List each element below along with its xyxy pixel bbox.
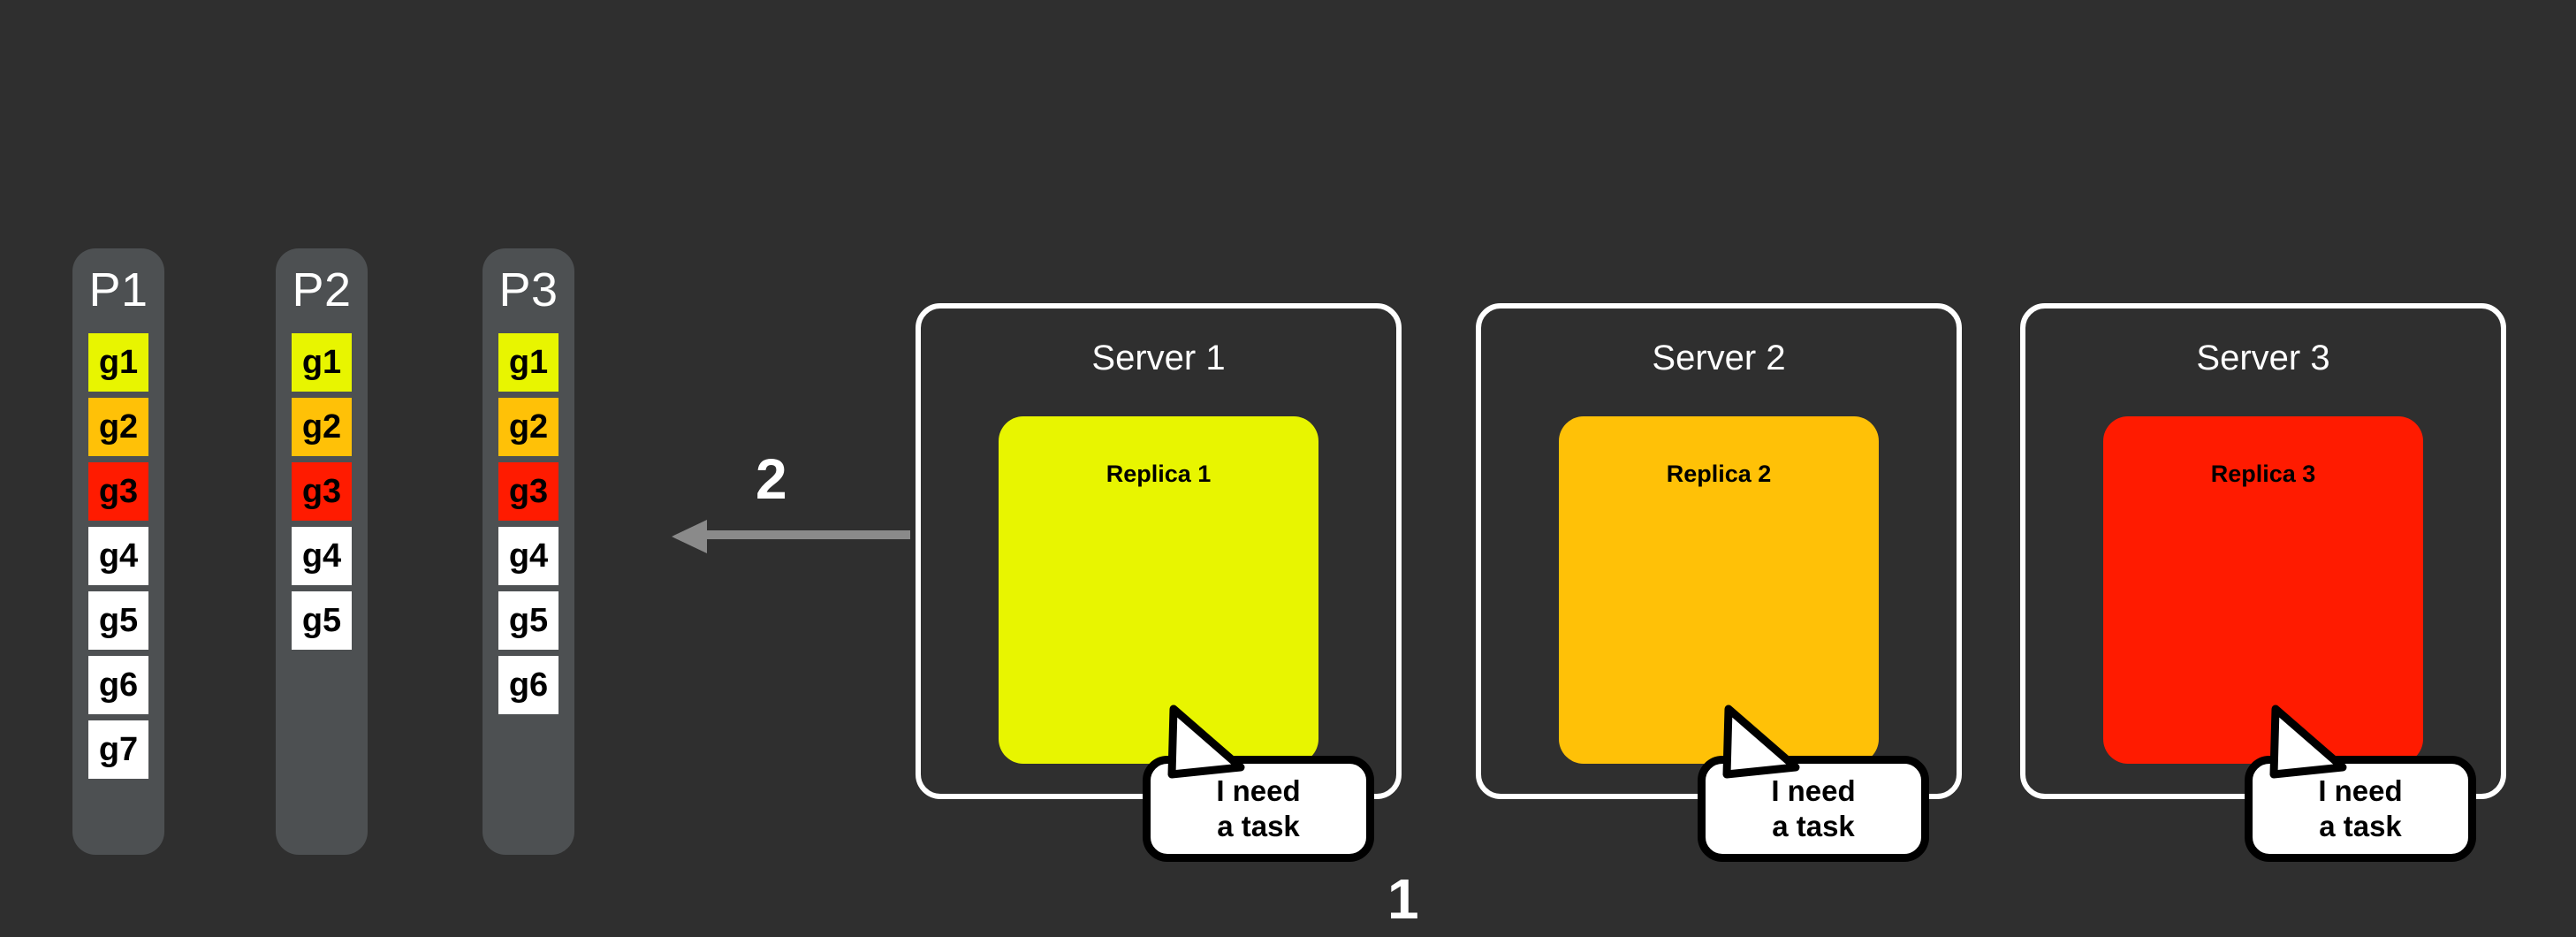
- partition-slot-list: g1 g2 g3 g4 g5 g6 g7: [88, 333, 148, 785]
- partition-slot: g6: [498, 656, 559, 714]
- partition-slot: g5: [498, 591, 559, 650]
- server-title: Server 2: [1652, 339, 1786, 377]
- partition-slot: g3: [498, 462, 559, 521]
- partition-p1: P1 g1 g2 g3 g4 g5 g6 g7: [72, 248, 164, 855]
- speech-bubble-tail-icon: [1722, 705, 1800, 779]
- flow-arrow-left: [672, 520, 910, 553]
- server-box-2: Server 2 Replica 2: [1476, 303, 1962, 799]
- partition-slot: g6: [88, 656, 148, 714]
- server-title: Server 3: [2196, 339, 2330, 377]
- bubble-line-2: a task: [1217, 810, 1300, 842]
- server-title: Server 1: [1091, 339, 1226, 377]
- partition-slot: g1: [292, 333, 352, 392]
- bubble-line-1: I need: [1216, 773, 1301, 807]
- replica-block-2: Replica 2: [1559, 416, 1879, 764]
- partition-slot: g7: [88, 720, 148, 779]
- partition-slot-list: g1 g2 g3 g4 g5: [292, 333, 352, 656]
- partition-slot: g4: [292, 527, 352, 585]
- arrow-head-icon: [672, 520, 707, 553]
- partition-title: P1: [88, 263, 148, 316]
- step-label-2: 2: [756, 447, 787, 511]
- bubble-line-2: a task: [1772, 810, 1855, 842]
- replica-label: Replica 2: [1666, 461, 1772, 487]
- partition-slot: g1: [88, 333, 148, 392]
- partition-slot: g1: [498, 333, 559, 392]
- partition-slot: g2: [498, 398, 559, 456]
- partition-slot-list: g1 g2 g3 g4 g5 g6: [498, 333, 559, 720]
- partition-slot: g5: [88, 591, 148, 650]
- partition-p2: P2 g1 g2 g3 g4 g5: [276, 248, 368, 855]
- partition-slot: g3: [292, 462, 352, 521]
- replica-label: Replica 1: [1106, 461, 1212, 487]
- speech-bubble-tail-icon: [2269, 705, 2347, 779]
- replica-block-3: Replica 3: [2103, 416, 2423, 764]
- partition-slot: g2: [292, 398, 352, 456]
- partition-slot: g4: [498, 527, 559, 585]
- replica-label: Replica 3: [2210, 461, 2316, 487]
- arrow-shaft: [703, 530, 910, 539]
- partition-slot: g3: [88, 462, 148, 521]
- bubble-line-2: a task: [2319, 810, 2402, 842]
- bubble-line-1: I need: [2318, 773, 2403, 807]
- bubble-line-1: I need: [1771, 773, 1856, 807]
- speech-bubble-1: I need a task: [1143, 705, 1374, 862]
- server-box-1: Server 1 Replica 1: [916, 303, 1402, 799]
- speech-bubble-2: I need a task: [1698, 705, 1929, 862]
- replica-block-1: Replica 1: [999, 416, 1318, 764]
- partition-slot: g4: [88, 527, 148, 585]
- partition-title: P2: [292, 263, 352, 316]
- partition-slot: g2: [88, 398, 148, 456]
- speech-bubble-3: I need a task: [2245, 705, 2476, 862]
- partition-slot: g5: [292, 591, 352, 650]
- partition-p3: P3 g1 g2 g3 g4 g5 g6: [483, 248, 574, 855]
- speech-bubble-tail-icon: [1167, 705, 1245, 779]
- step-label-1: 1: [1387, 867, 1419, 931]
- partition-title: P3: [498, 263, 559, 316]
